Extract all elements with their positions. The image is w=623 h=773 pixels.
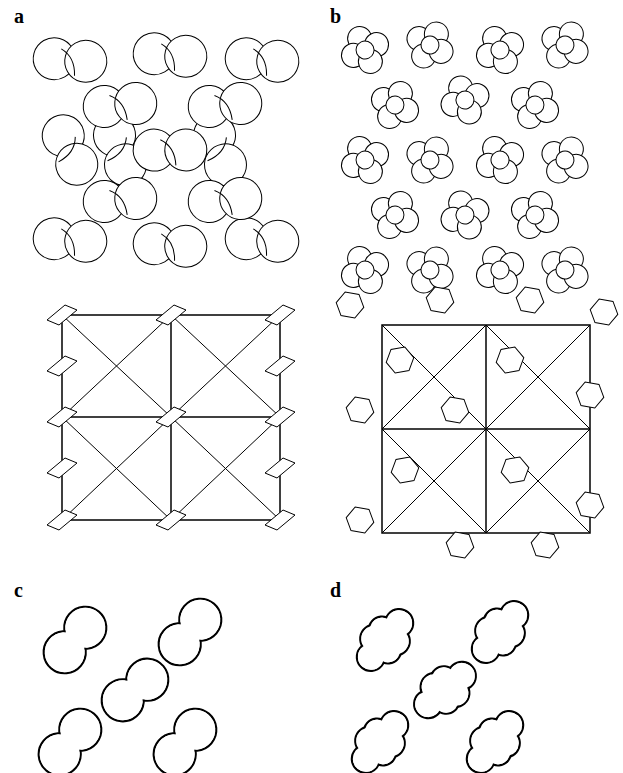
- cell-line: [171, 417, 280, 520]
- cell-line: [382, 325, 486, 429]
- molecule: [473, 23, 527, 77]
- cell-line: [486, 429, 590, 533]
- molecule: [265, 510, 295, 530]
- molecule: [494, 346, 526, 374]
- cell-line: [62, 315, 171, 417]
- panel-letter: d: [330, 580, 341, 600]
- cell-line: [62, 417, 171, 520]
- contour-view-c: [30, 590, 230, 773]
- cell-outline: [382, 325, 590, 533]
- cell-line: [62, 315, 171, 417]
- molecule: [404, 134, 455, 185]
- molecule-outlines-left: [47, 305, 295, 530]
- molecule: [368, 78, 422, 132]
- molecule: [47, 458, 77, 478]
- molecule: [47, 305, 77, 325]
- molecule: [459, 590, 541, 675]
- molecule: [404, 19, 455, 70]
- molecule: [508, 188, 562, 242]
- molecule: [338, 243, 392, 297]
- cell-line: [171, 315, 280, 417]
- molecule: [454, 700, 536, 773]
- panel-letter: b: [330, 6, 341, 26]
- molecule: [508, 78, 562, 132]
- cell-line: [382, 325, 486, 429]
- molecule: [35, 598, 115, 682]
- molecule: [338, 23, 392, 77]
- cell-outline: [62, 315, 280, 520]
- panel-letter: c: [14, 580, 23, 600]
- molecule: [539, 19, 590, 70]
- molecule: [384, 346, 416, 374]
- contour-view-d: [339, 590, 541, 773]
- molecule: [404, 244, 455, 295]
- molecule: [156, 305, 186, 325]
- molecule: [437, 187, 493, 243]
- panel-letter: a: [14, 6, 24, 26]
- molecule: [156, 407, 186, 427]
- molecule: [403, 649, 488, 731]
- packing-view-b: [338, 19, 591, 297]
- cell-line: [382, 429, 486, 533]
- molecule: [265, 356, 295, 376]
- molecule: [588, 298, 620, 326]
- molecule: [574, 491, 606, 519]
- molecule: [265, 407, 295, 427]
- molecule: [339, 700, 421, 773]
- molecule: [499, 456, 531, 484]
- molecule: [437, 72, 493, 128]
- cell-line: [382, 429, 486, 533]
- molecule: [265, 458, 295, 478]
- molecule: [444, 531, 476, 559]
- molecule: [439, 396, 471, 424]
- molecule: [156, 510, 186, 530]
- cell-line: [171, 315, 280, 417]
- molecule: [368, 188, 422, 242]
- molecule: [529, 531, 561, 559]
- packing-view-a: [26, 12, 307, 288]
- unit-cell-right: [382, 325, 590, 533]
- molecule: [93, 650, 177, 730]
- molecule: [338, 133, 392, 187]
- molecule: [125, 106, 215, 194]
- molecule-outlines-right: [334, 286, 620, 559]
- molecule: [30, 700, 110, 773]
- molecule: [265, 305, 295, 325]
- molecule: [150, 590, 230, 674]
- molecule: [424, 286, 456, 314]
- molecule: [389, 456, 421, 484]
- molecule: [344, 506, 376, 534]
- molecule: [574, 381, 606, 409]
- cell-line: [486, 429, 590, 533]
- molecule: [473, 133, 527, 187]
- molecule: [539, 134, 590, 185]
- molecule: [539, 244, 590, 295]
- molecule: [344, 598, 426, 683]
- molecule: [473, 243, 527, 297]
- molecule: [514, 286, 546, 314]
- molecule: [145, 700, 225, 773]
- molecule: [47, 407, 77, 427]
- molecule: [47, 510, 77, 530]
- cell-line: [171, 417, 280, 520]
- molecule: [334, 291, 366, 319]
- molecule: [344, 396, 376, 424]
- molecule: [47, 356, 77, 376]
- cell-line: [62, 417, 171, 520]
- cell-line: [486, 325, 590, 429]
- unit-cell-left: [62, 315, 280, 520]
- cell-line: [486, 325, 590, 429]
